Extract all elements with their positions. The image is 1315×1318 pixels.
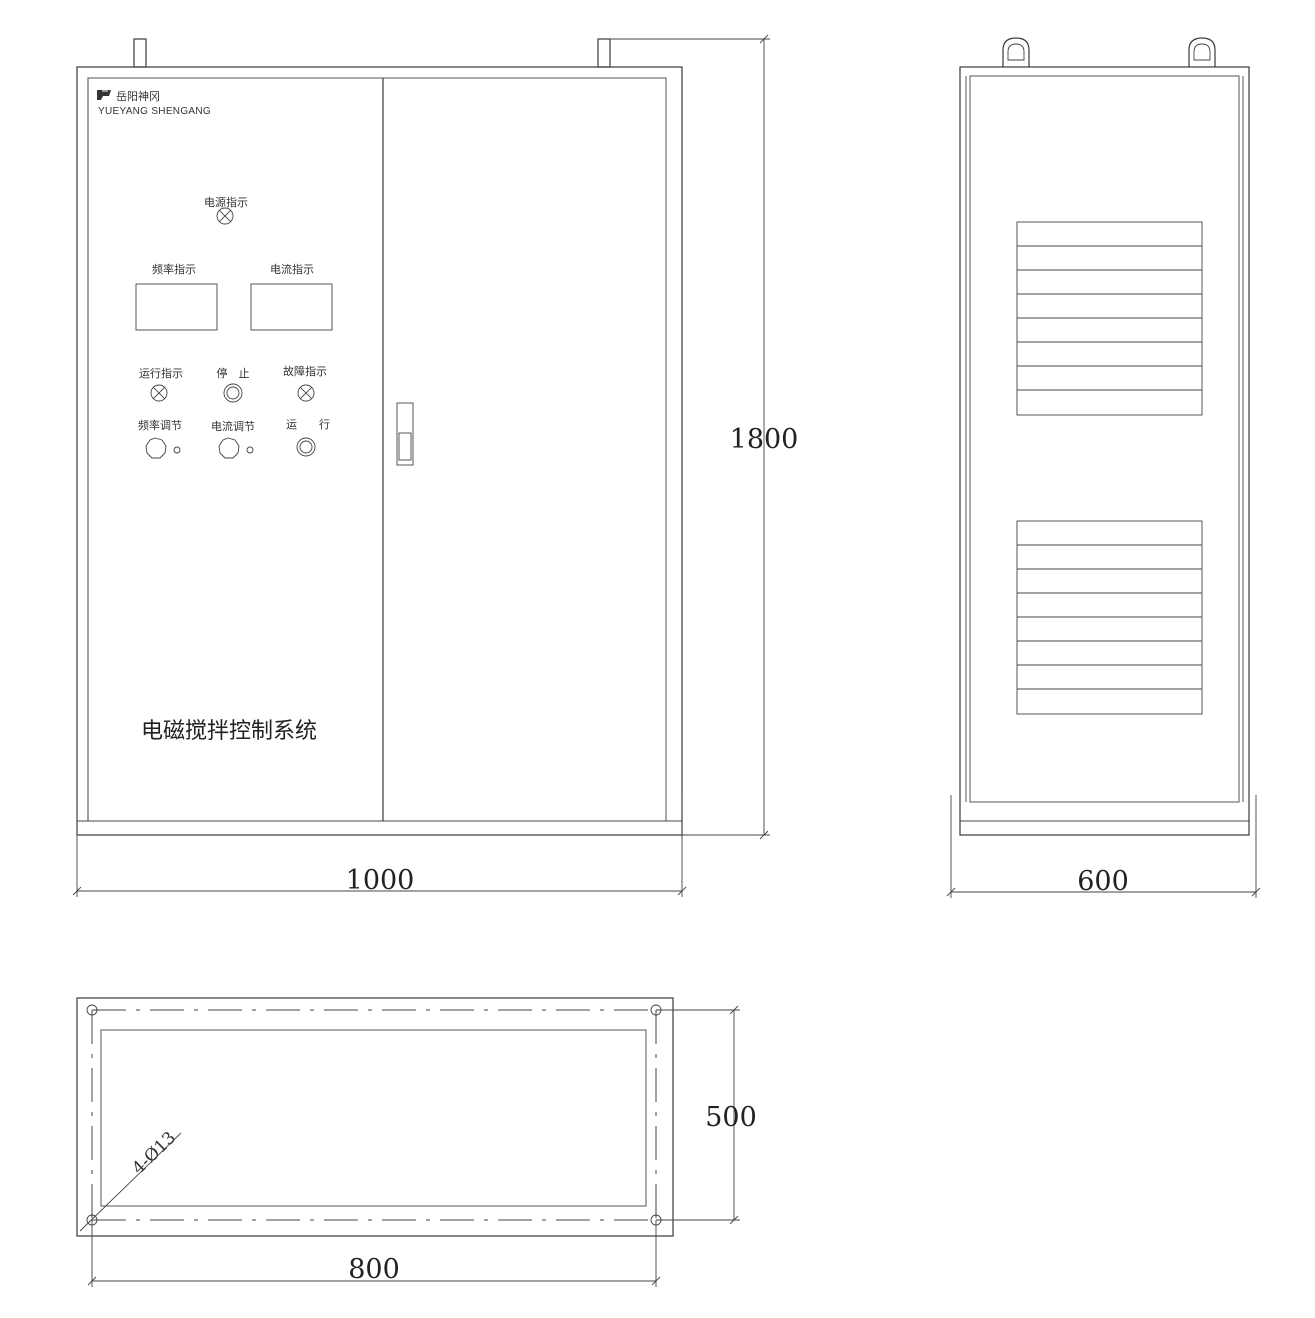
mounting-hole [86,1004,98,1016]
base-outline [76,997,674,1237]
width-dimension-lines [72,795,687,897]
base-width-dimension-lines [87,1220,661,1287]
depth-dimension-lines [946,795,1261,898]
hole-leader-line [79,1132,182,1232]
lifting-eye-right [1188,37,1216,67]
hole-callout: 4-Ø13 [129,1128,180,1179]
base-opening [100,1029,647,1207]
side-view: 600 [946,37,1261,898]
current-meter [250,283,333,331]
side-panel [969,75,1240,803]
power-indicator-label: 电源指示 [204,195,248,209]
stop-button-label: 停 止 [217,366,250,380]
lower-louver-vent [1016,520,1203,715]
side-depth-dimension: 600 [1077,866,1129,897]
power-indicator-lamp [216,207,234,225]
run-button-label: 运 行 [286,418,330,431]
fault-indicator-lamp [297,384,315,402]
lifting-pipe-left [133,38,147,68]
frequency-adjust-label: 频率调节 [138,418,182,432]
front-view: 岳阳神冈 YUEYANG SHENGANG 电源指示 频率指示 电流指示 运行指… [72,34,799,897]
lifting-pipe-right [597,38,611,68]
door-handle [396,402,414,466]
system-title: 电磁搅拌控制系统 [141,719,317,744]
run-indicator-label: 运行指示 [139,366,183,380]
width-dimension: 1000 [346,865,415,896]
height-dimension-lines [610,34,770,840]
base-width-dimension: 800 [348,1254,400,1285]
current-adjust-label: 电流调节 [211,419,255,433]
current-display-label: 电流指示 [270,262,314,276]
fault-indicator-label: 故障指示 [283,364,327,378]
stop-button [223,383,243,403]
height-dimension: 1800 [730,424,799,455]
brand-name-en: YUEYANG SHENGANG [98,106,211,117]
frequency-meter [135,283,218,331]
run-indicator-lamp [150,384,168,402]
base-view: 4-Ø13 500 800 [76,997,757,1287]
cabinet-outline [76,66,683,836]
run-button [296,437,316,457]
brand-logo [97,90,111,100]
current-adjust-knob [218,437,254,459]
lifting-eye-left [1002,37,1030,67]
upper-louver-vent [1016,221,1203,416]
side-outline [959,66,1250,836]
brand-name-cn: 岳阳神冈 [116,89,160,103]
base-depth-dimension: 500 [705,1102,757,1133]
frequency-adjust-knob [145,437,181,459]
frequency-display-label: 频率指示 [152,262,196,276]
cabinet-inner-frame [87,77,667,822]
base-depth-dimension-lines [656,1005,740,1225]
